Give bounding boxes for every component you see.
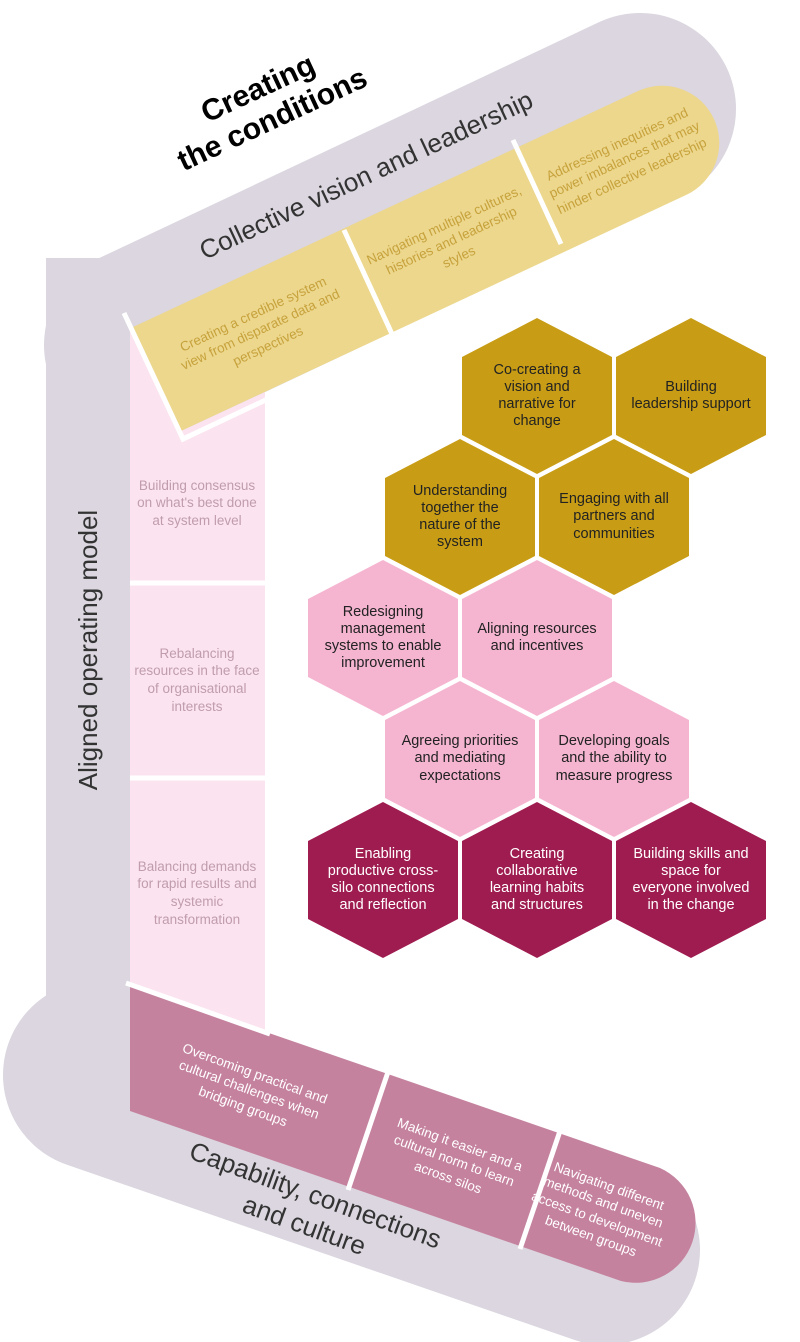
capability-separator-2 [517,1130,563,1250]
hexagon-label: Building leadership support [631,378,751,412]
hexagon-label: Developing goals and the ability to meas… [555,733,673,784]
operating-capability-seam [125,980,271,1037]
hexagon-cross-silo-connections: Enabling productive cross-silo connectio… [308,802,458,958]
hexagon-label: Agreeing priorities and mediating expect… [401,733,519,784]
vision-separator-2 [510,138,564,246]
vision-operating-seam [121,311,274,443]
hexagon-redesigning-management-systems: Redesigning management systems to enable… [308,560,458,716]
hexagon-building-skills-and-space: Building skills and space for everyone i… [616,802,766,958]
hexagon-understanding-the-system: Understanding together the nature of the… [385,439,535,595]
hexagon-label: Redesigning management systems to enable… [324,603,442,672]
hexagon-engaging-partners: Engaging with all partners and communiti… [539,439,689,595]
hexagon-co-creating-vision: Co-creating a vision and narrative for c… [462,318,612,474]
operating-band-shape [130,326,265,1032]
operating-segment-balancing-demands: Balancing demands for rapid results and … [137,858,257,927]
capability-separator-1 [345,1071,391,1191]
band-separator-lines [121,138,564,1250]
operating-band-label: Aligned operating model [72,509,103,791]
hexagon-collaborative-learning-habits: Creating collaborative learning habits a… [462,802,612,958]
hexagon-label: Co-creating a vision and narrative for c… [493,361,581,430]
hexagon-label: Engaging with all partners and communiti… [559,491,669,542]
hexagon-building-leadership-support: Building leadership support [616,318,766,474]
operating-segment-rebalancing-resources: Rebalancing resources in the face of org… [134,645,260,714]
vision-separator-1 [341,228,395,336]
hexagon-label: Creating collaborative learning habits a… [489,845,585,914]
hexagon-label: Aligning resources and incentives [477,620,597,654]
hexagon-aligning-resources: Aligning resources and incentives [462,560,612,716]
hexagon-developing-goals: Developing goals and the ability to meas… [539,681,689,837]
operating-segment-building-consensus: Building consensus on what's best done a… [137,477,257,528]
hexagon-label: Building skills and space for everyone i… [632,845,750,914]
hexagon-label: Enabling productive cross-silo connectio… [327,845,439,914]
vision-band-shape [131,85,720,432]
capability-band-shape [130,985,696,1283]
hexagon-agreeing-priorities: Agreeing priorities and mediating expect… [385,681,535,837]
hexagon-label: Understanding together the nature of the… [412,482,508,551]
